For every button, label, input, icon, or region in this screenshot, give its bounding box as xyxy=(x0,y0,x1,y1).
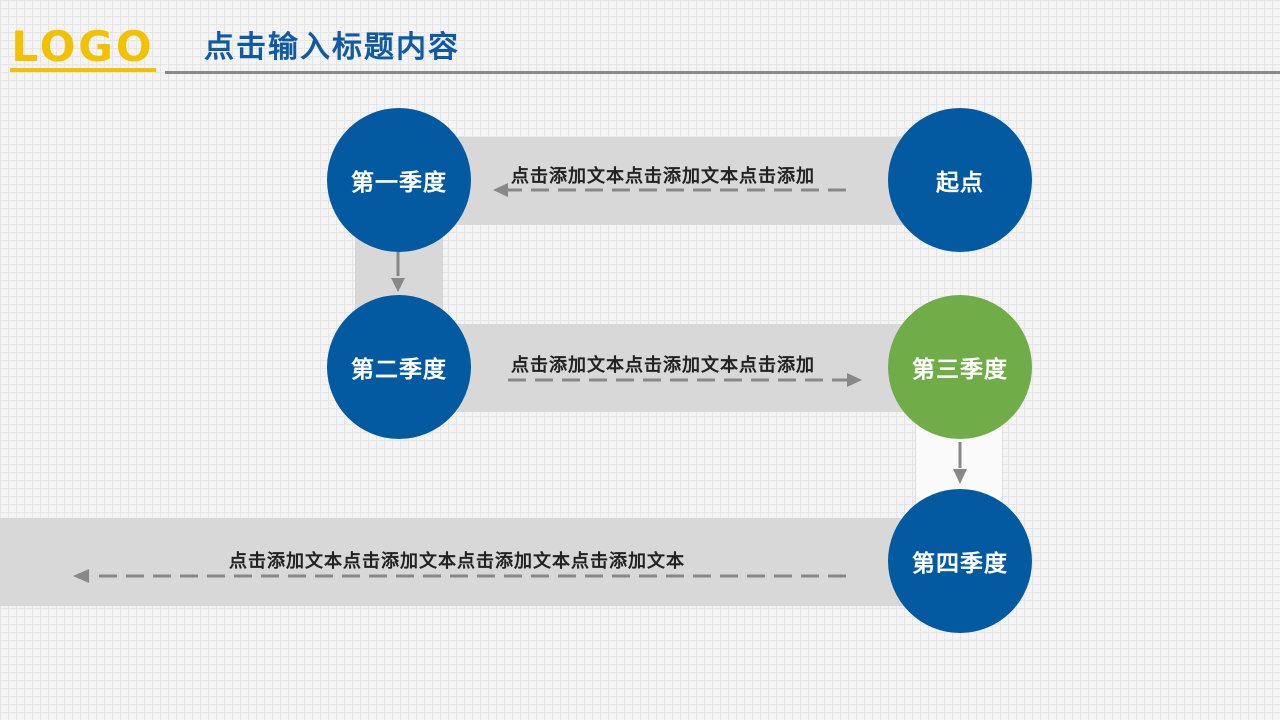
node-q4: 第四季度 xyxy=(888,489,1032,633)
row1-text: 点击添加文本点击添加文本点击添加 xyxy=(511,166,815,187)
node-start: 起点 xyxy=(888,108,1032,252)
arrowhead-down-right xyxy=(953,469,967,484)
band-row3 xyxy=(0,518,960,606)
title-divider xyxy=(165,71,1280,74)
band-row2 xyxy=(440,324,960,412)
node-q2: 第二季度 xyxy=(327,295,471,439)
row2-text: 点击添加文本点击添加文本点击添加 xyxy=(511,355,815,376)
node-q1: 第一季度 xyxy=(327,108,471,252)
band-row1 xyxy=(440,137,960,225)
logo: LOGO xyxy=(10,22,156,72)
node-q3: 第三季度 xyxy=(888,295,1032,439)
arrowhead-row3 xyxy=(73,569,89,583)
page-title: 点击输入标题内容 xyxy=(204,30,460,65)
arrowhead-row2 xyxy=(847,373,862,387)
arrowhead-down-left xyxy=(391,278,405,292)
arrowhead-row1 xyxy=(493,183,508,197)
row3-text: 点击添加文本点击添加文本点击添加文本点击添加文本 xyxy=(229,551,685,572)
